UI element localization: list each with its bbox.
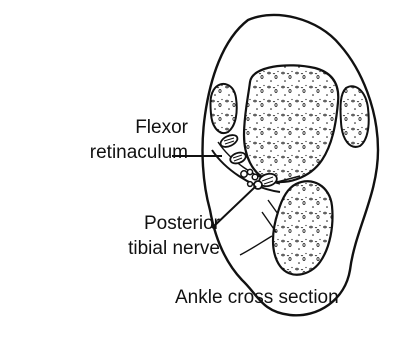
nerve-label-line1: Posterior (144, 213, 220, 235)
vessel (248, 182, 253, 187)
nerve-label-line2: tibial nerve (128, 238, 220, 260)
vessel (241, 171, 247, 177)
medial-malleolus-bone (210, 84, 236, 133)
diagram-caption: Ankle cross section (175, 287, 339, 309)
fibula-bone (341, 86, 369, 147)
flexor-label-line2: retinaculum (90, 142, 188, 164)
flexor-label-line1: Flexor (135, 117, 188, 139)
vessel (247, 169, 252, 174)
vessel (252, 174, 258, 180)
